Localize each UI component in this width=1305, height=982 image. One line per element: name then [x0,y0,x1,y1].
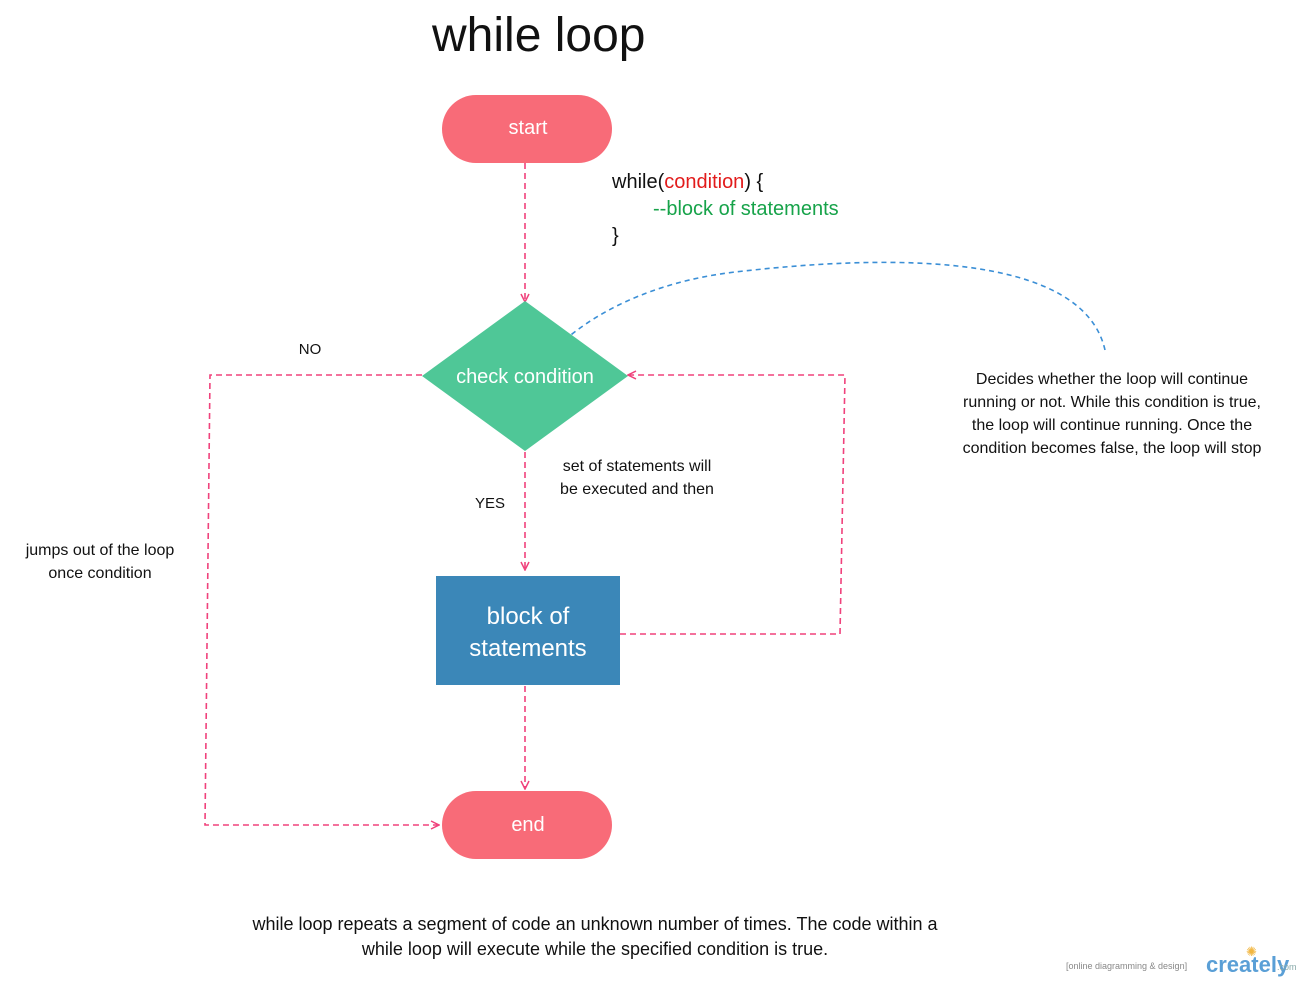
code-line-1: while(condition) { [612,169,763,196]
end-node[interactable] [442,791,612,859]
yes-note-line-2: be executed and then [560,481,714,498]
check-condition-label: check condition [456,366,594,388]
condition-note-line-4: condition becomes false, the loop will s… [962,440,1262,457]
diagram-title: while loop [432,9,646,62]
yes-label: YES [474,495,505,512]
watermark-tagline: [online diagramming & design] [1066,961,1188,971]
bottom-description-line-2: while loop will execute while the specif… [361,939,829,959]
code-brace-open: ) { [744,171,764,193]
condition-note-line-2: running or not. While this condition is … [963,394,1261,411]
code-while: while( [612,171,665,193]
end-label: end [511,814,544,836]
code-line-3: } [612,225,619,247]
condition-note: Decides whether the loop will continue r… [930,368,1294,460]
no-note-line-2: once condition [48,565,152,582]
start-node[interactable] [442,95,612,163]
no-note-line-1: jumps out of the loop [25,542,175,559]
no-label: NO [298,341,322,358]
sun-icon: ✺ [1246,944,1257,959]
block-label-line1: block of [487,603,570,630]
code-condition: condition [664,171,745,193]
bottom-description-line-1: while loop repeats a segment of code an … [252,914,938,934]
annotation-curve [556,261,1106,351]
condition-note-line-1: Decides whether the loop will continue [975,371,1249,388]
yes-note-line-1: set of statements will [562,458,712,475]
connector-no-exit [204,374,439,825]
watermark-domain: .com [1277,962,1297,972]
bottom-description: while loop repeats a segment of code an … [190,912,1000,962]
creately-logo: creately [1206,952,1290,977]
block-of-statements-node[interactable] [436,576,620,685]
start-label: start [509,117,548,139]
check-condition-node[interactable] [422,301,628,451]
yes-note: set of statements will be executed and t… [530,455,744,501]
no-note: jumps out of the loop once condition [0,539,200,585]
block-label-line2: statements [469,635,586,662]
creately-watermark[interactable]: [online diagramming & design] ✺ creately… [1066,944,1302,980]
code-line-2: --block of statements [653,198,839,220]
connector-loop-back [620,375,846,635]
condition-note-line-3: the loop will continue running. Once the [971,417,1253,434]
